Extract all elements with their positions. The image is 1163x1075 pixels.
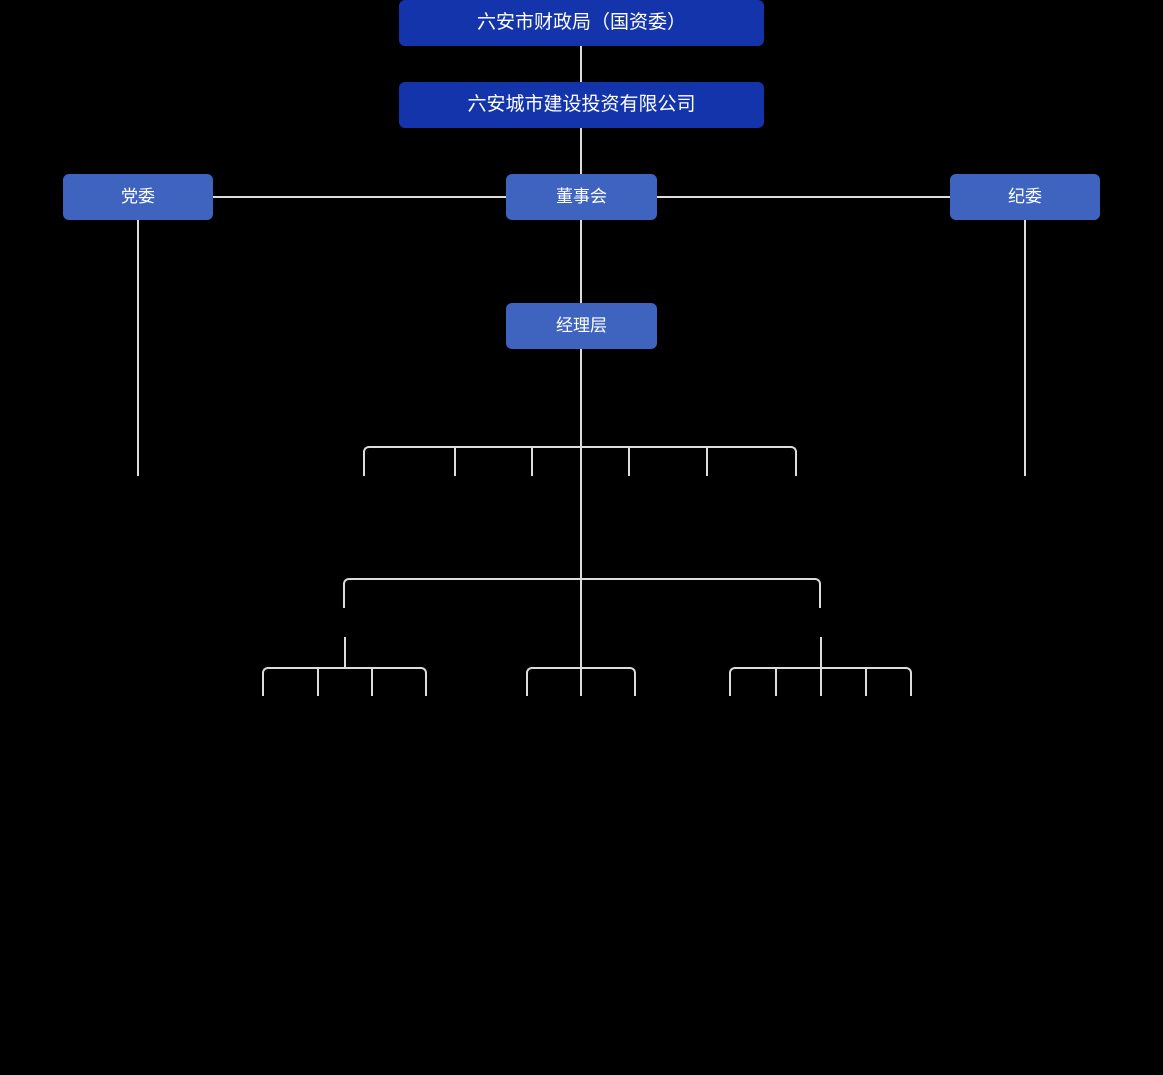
edge-discipline-committee-down (1024, 220, 1026, 476)
connector-center-group-bar (538, 667, 624, 669)
node-finance-bureau-label: 六安市财政局（国资委） (476, 11, 686, 33)
center-group-stub-1 (526, 679, 528, 696)
left-group-stub-4 (425, 679, 427, 696)
right-group-stub-1 (729, 679, 731, 696)
connector-left-group-left-elbow (262, 667, 276, 681)
department-stub-4 (628, 448, 630, 476)
connector-subsidiary-left-elbow (343, 578, 357, 592)
right-group-stub-2 (775, 669, 777, 696)
connector-right-group-bar (741, 667, 900, 669)
department-stub-5 (706, 448, 708, 476)
connector-center-group-right-elbow (622, 667, 636, 681)
node-discipline-committee-label: 纪委 (1008, 186, 1042, 206)
subsidiary-stub-left (343, 590, 345, 608)
connector-left-group-right-elbow (413, 667, 427, 681)
connector-subsidiary-right-elbow (807, 578, 821, 592)
connector-subsidiary-bar (355, 578, 809, 580)
connector-right-group-left-elbow (729, 667, 743, 681)
department-stub-2 (454, 448, 456, 476)
node-management-layer-label: 经理层 (556, 315, 607, 335)
edge-board-to-management (580, 220, 582, 303)
connector-management-departments-bar (375, 446, 785, 448)
node-board-of-directors-label: 董事会 (556, 186, 607, 206)
edge-board-to-party (213, 196, 506, 198)
department-stub-6 (795, 458, 797, 476)
node-discipline-committee[interactable]: 纪委 (950, 174, 1100, 220)
node-finance-bureau[interactable]: 六安市财政局（国资委） (399, 0, 764, 46)
node-party-committee-label: 党委 (121, 186, 155, 206)
connector-left-group-bar (274, 667, 415, 669)
center-group-stub-2 (580, 669, 582, 696)
edge-board-to-discipline (657, 196, 950, 198)
edge-party-committee-down (137, 220, 139, 476)
connector-management-departments-left-elbow (363, 446, 377, 460)
right-group-stub-5 (910, 679, 912, 696)
subsidiary-left-parent-stub (344, 637, 346, 667)
node-management-layer[interactable]: 经理层 (506, 303, 657, 349)
left-group-stub-3 (371, 669, 373, 696)
left-group-stub-1 (262, 679, 264, 696)
right-group-stub-4 (865, 669, 867, 696)
left-group-stub-2 (317, 669, 319, 696)
node-city-construction-investment[interactable]: 六安城市建设投资有限公司 (399, 82, 764, 128)
node-city-construction-investment-label: 六安城市建设投资有限公司 (467, 93, 696, 115)
connector-management-departments-right-elbow (783, 446, 797, 460)
center-group-stub-3 (634, 679, 636, 696)
subsidiary-right-parent-stub (820, 637, 822, 667)
department-stub-3 (531, 448, 533, 476)
department-stub-1 (363, 458, 365, 476)
edge-management-trunk (580, 349, 582, 696)
node-party-committee[interactable]: 党委 (63, 174, 213, 220)
subsidiary-stub-center (580, 580, 582, 608)
edge-company-to-board (580, 128, 582, 174)
subsidiary-stub-right (819, 590, 821, 608)
right-group-stub-3 (820, 669, 822, 696)
edge-finance-to-company (580, 46, 582, 82)
connector-center-group-left-elbow (526, 667, 540, 681)
node-board-of-directors[interactable]: 董事会 (506, 174, 657, 220)
connector-right-group-right-elbow (898, 667, 912, 681)
